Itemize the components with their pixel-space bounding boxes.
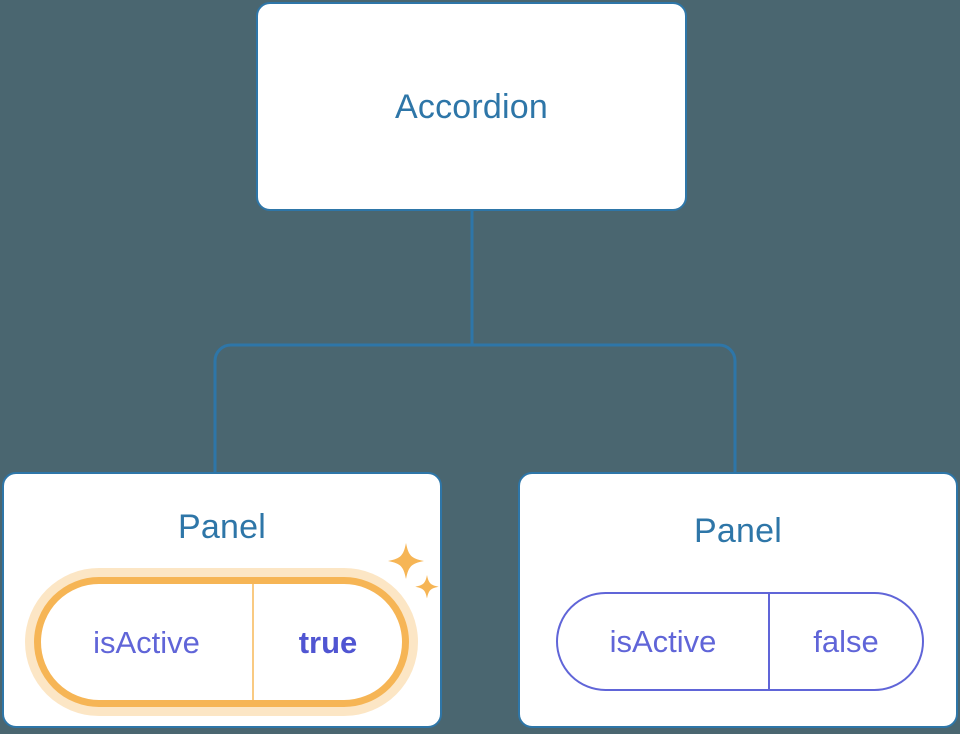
prop-value-false: false (813, 624, 879, 659)
edge-root-to-panel-left (213, 343, 472, 472)
prop-pill-isactive-false[interactable]: isActive false (556, 592, 924, 691)
node-title-panel-right: Panel (694, 512, 782, 550)
edge-root-to-panel-right (472, 343, 737, 472)
prop-key-isactive-right: isActive (558, 594, 770, 689)
node-title-accordion: Accordion (395, 87, 548, 126)
prop-value-true: true (298, 624, 358, 660)
node-title-panel-left: Panel (178, 508, 266, 546)
prop-pill-isactive-true[interactable]: isActive true (34, 577, 409, 707)
tree-node-accordion[interactable]: Accordion (256, 2, 687, 211)
prop-key-isactive-left: isActive (41, 584, 254, 700)
